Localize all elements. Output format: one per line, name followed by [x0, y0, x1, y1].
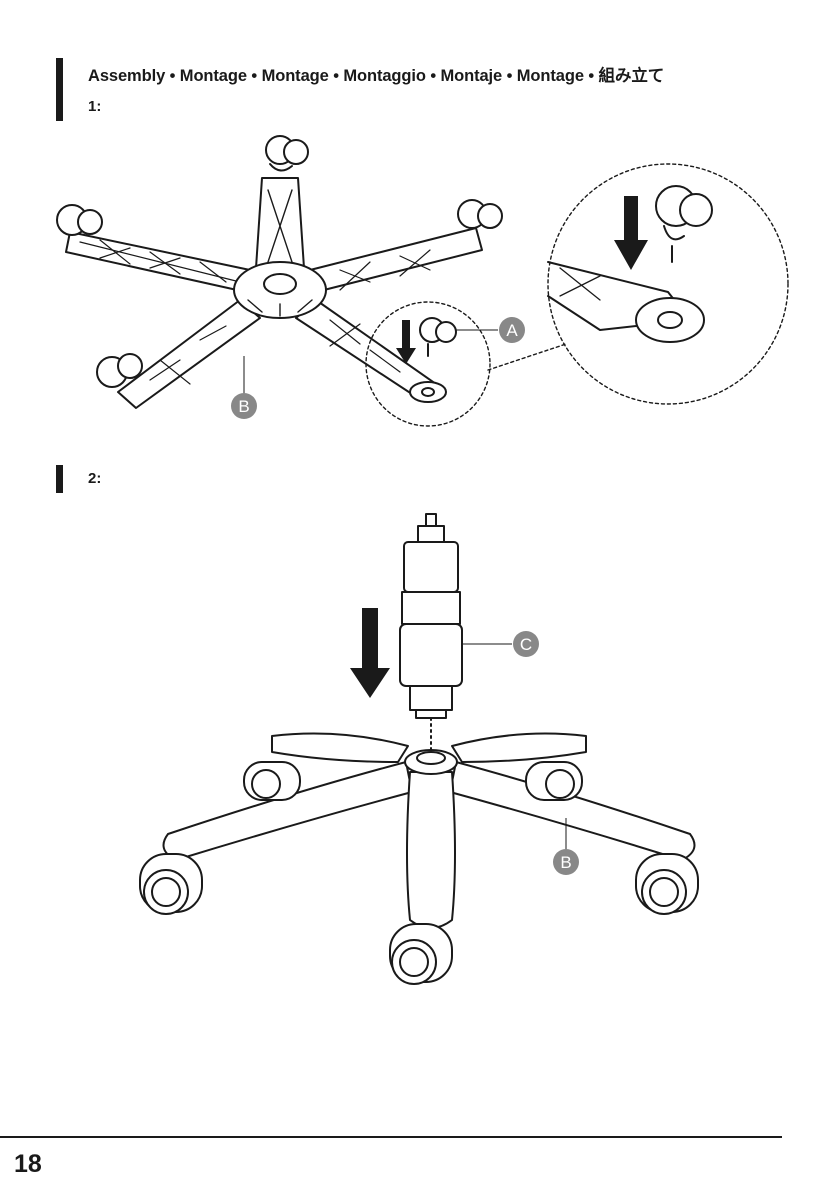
star-base [164, 734, 695, 928]
caster-wheel-top [266, 136, 308, 171]
callout-c-badge: C [513, 631, 539, 657]
caster-wheel-left [57, 205, 102, 235]
gas-cylinder [400, 514, 462, 718]
caster-wheel-right [458, 200, 502, 228]
callout-b2-letter: B [560, 853, 571, 872]
step-1-illustration: A B [0, 0, 840, 450]
callout-c-letter: C [520, 635, 532, 654]
step-2-illustration: C B [0, 500, 840, 1020]
caster-back-right [526, 762, 582, 800]
zoom-connector-line [488, 344, 566, 370]
footer-divider [0, 1136, 782, 1138]
callout-b-letter: B [238, 397, 249, 416]
caster-front [390, 924, 452, 984]
page-number: 18 [14, 1150, 42, 1179]
caster-back-left [244, 762, 300, 800]
caster-right [636, 854, 698, 914]
callout-a-badge: A [499, 317, 525, 343]
callout-b2-badge: B [553, 849, 579, 875]
down-arrow-large [614, 196, 648, 270]
step-2-label: 2: [88, 470, 101, 487]
caster-insert-small [410, 318, 456, 402]
callout-b-badge: B [231, 393, 257, 419]
callout-a-letter: A [506, 321, 518, 340]
caster-left [140, 854, 202, 914]
step-2-marker-bar [56, 465, 63, 493]
down-arrow-insert [350, 608, 390, 698]
